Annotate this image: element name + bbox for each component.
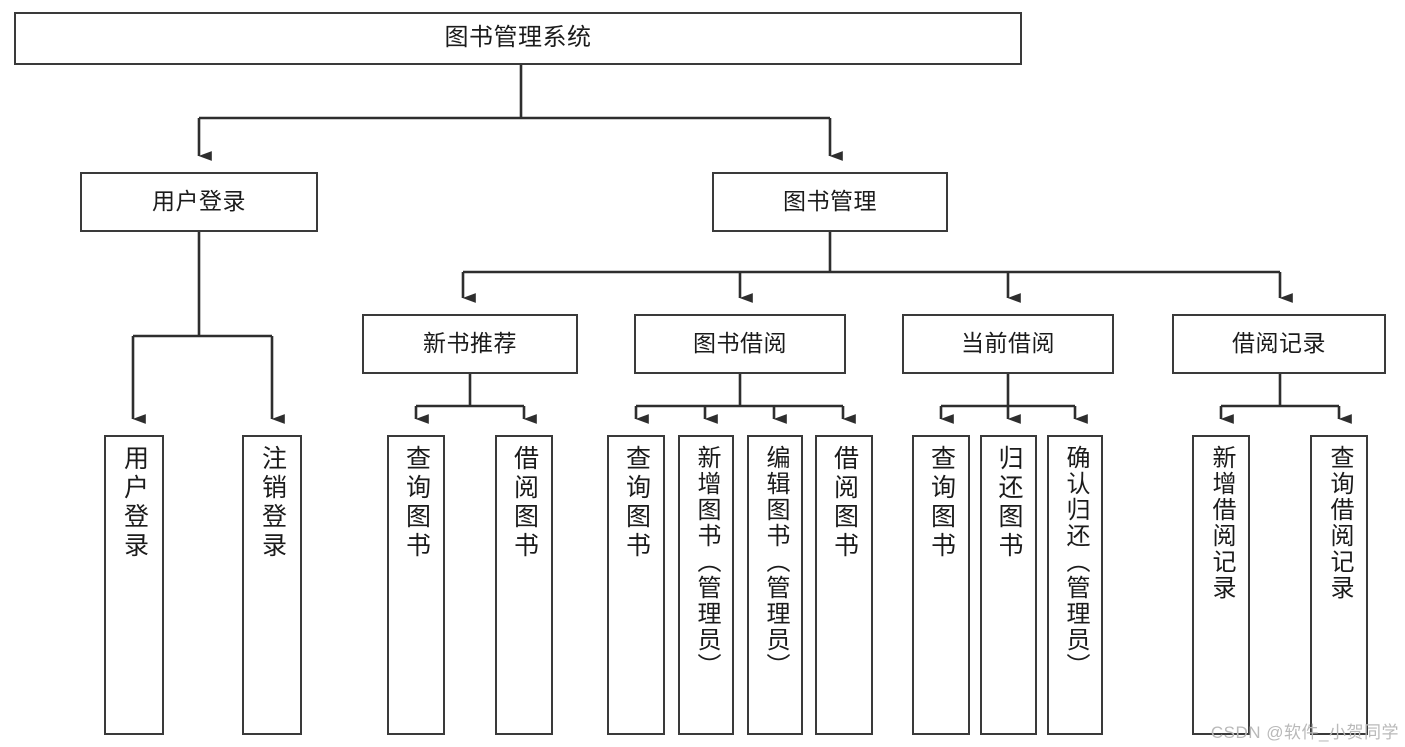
node-root-system[interactable]: 图书管理系统 xyxy=(14,12,1022,65)
leaf-query-book-current[interactable]: 查询图书 xyxy=(912,435,970,735)
node-label: 查询图书 xyxy=(622,445,651,561)
leaf-return-book[interactable]: 归还图书 xyxy=(980,435,1037,735)
leaf-query-book-borrow[interactable]: 查询图书 xyxy=(607,435,665,735)
node-label: 确认归还（管理员） xyxy=(1062,445,1089,679)
leaf-user-login[interactable]: 用户登录 xyxy=(104,435,164,735)
node-label: 当前借阅 xyxy=(961,330,1055,357)
node-label: 用户登录 xyxy=(152,188,246,215)
node-label: 借阅记录 xyxy=(1232,330,1326,357)
node-current-borrow[interactable]: 当前借阅 xyxy=(902,314,1114,374)
leaf-confirm-return-admin[interactable]: 确认归还（管理员） xyxy=(1047,435,1103,735)
node-label: 借阅图书 xyxy=(510,445,539,561)
leaf-query-book-recommend[interactable]: 查询图书 xyxy=(387,435,445,735)
node-label: 查询图书 xyxy=(402,445,431,561)
node-user-login[interactable]: 用户登录 xyxy=(80,172,318,232)
leaf-logout[interactable]: 注销登录 xyxy=(242,435,302,735)
leaf-add-book-admin[interactable]: 新增图书（管理员） xyxy=(678,435,734,735)
leaf-add-borrow-record[interactable]: 新增借阅记录 xyxy=(1192,435,1250,735)
watermark: CSDN @软件_小贺同学 xyxy=(1210,723,1399,742)
node-label: 图书借阅 xyxy=(693,330,787,357)
leaf-query-borrow-record[interactable]: 查询借阅记录 xyxy=(1310,435,1368,735)
node-label: 新增图书（管理员） xyxy=(693,445,720,679)
leaf-edit-book-admin[interactable]: 编辑图书（管理员） xyxy=(747,435,803,735)
leaf-borrow-book-recommend[interactable]: 借阅图书 xyxy=(495,435,553,735)
leaf-borrow-book-borrow[interactable]: 借阅图书 xyxy=(815,435,873,735)
node-label: 图书管理系统 xyxy=(444,24,592,52)
node-label: 归还图书 xyxy=(995,445,1023,561)
node-label: 新增借阅记录 xyxy=(1208,445,1235,601)
node-label: 新书推荐 xyxy=(423,330,517,357)
node-book-borrow[interactable]: 图书借阅 xyxy=(634,314,846,374)
node-label: 用户登录 xyxy=(120,445,149,561)
node-label: 图书管理 xyxy=(783,188,877,215)
node-borrow-record[interactable]: 借阅记录 xyxy=(1172,314,1386,374)
node-label: 注销登录 xyxy=(258,445,287,561)
node-label: 借阅图书 xyxy=(830,445,859,561)
node-label: 查询借阅记录 xyxy=(1326,445,1353,601)
node-label: 查询图书 xyxy=(927,445,956,561)
node-new-book-recommend[interactable]: 新书推荐 xyxy=(362,314,578,374)
node-label: 编辑图书（管理员） xyxy=(762,445,789,679)
node-book-management[interactable]: 图书管理 xyxy=(712,172,948,232)
